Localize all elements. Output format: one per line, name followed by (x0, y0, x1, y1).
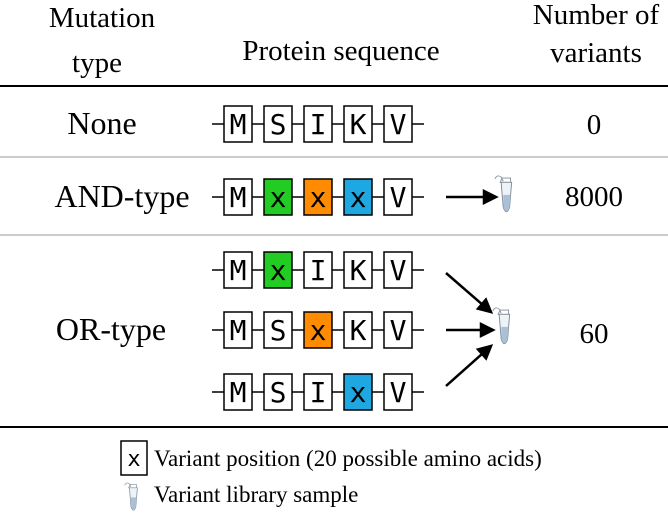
header-mutation-type-line1: Mutation (49, 2, 156, 34)
microcentrifuge-tube-icon (124, 482, 138, 511)
variant-position-box (303, 311, 333, 349)
header-number-of-variants-line2: variants (550, 37, 642, 69)
residue-label: I (310, 254, 327, 287)
residue-label: I (310, 376, 327, 409)
residue-box (343, 105, 373, 143)
legend-tube-icon (124, 482, 138, 511)
variant-position-box (303, 178, 333, 216)
count-none: 0 (587, 109, 602, 141)
header-number-of-variants-line1: Number of (533, 0, 660, 31)
residue-label: x (350, 376, 367, 409)
microcentrifuge-tube-icon (492, 307, 511, 345)
header: Mutation type Protein sequence Number of… (49, 0, 660, 79)
residue-label: x (310, 314, 327, 347)
residue-label: M (230, 314, 247, 347)
residue-box (383, 178, 413, 216)
residue-box (303, 251, 333, 289)
header-protein-sequence: Protein sequence (242, 35, 439, 67)
residue-label: M (230, 181, 247, 214)
residue-box (303, 373, 333, 411)
legend-variant-symbol: x (127, 447, 140, 472)
arrow (446, 321, 496, 339)
residue-box (223, 373, 253, 411)
residue-box (223, 105, 253, 143)
library-tubes (492, 175, 513, 345)
residue-box (303, 105, 333, 143)
legend: x Variant position (20 possible amino ac… (120, 440, 542, 511)
residue-label: V (390, 314, 407, 347)
residue-label: K (350, 314, 367, 347)
residue-label: x (310, 181, 327, 214)
residue-label: M (230, 108, 247, 141)
residue-label: I (310, 108, 327, 141)
count-and-type: 8000 (565, 181, 623, 213)
residue-box (383, 373, 413, 411)
residue-label: S (270, 108, 287, 141)
row-label-and-type: AND-type (54, 178, 189, 214)
legend-library-sample-text: Variant library sample (154, 482, 358, 507)
residue-label: x (270, 181, 287, 214)
residue-label: S (270, 314, 287, 347)
residue-label: K (350, 254, 367, 287)
residue-box (263, 373, 293, 411)
arrow (445, 272, 494, 314)
variant-position-box (263, 251, 293, 289)
variant-position-box (263, 178, 293, 216)
residue-label: V (390, 181, 407, 214)
residue-label: K (350, 108, 367, 141)
header-mutation-type-line2: type (72, 47, 122, 79)
residue-box (383, 251, 413, 289)
variant-position-box (343, 373, 373, 411)
residue-label: x (350, 181, 367, 214)
row-label-or-type: OR-type (56, 311, 166, 347)
residue-box (343, 251, 373, 289)
legend-variant-position-text: Variant position (20 possible amino acid… (154, 446, 542, 471)
count-or-type: 60 (580, 318, 609, 350)
residue-box (383, 311, 413, 349)
residue-box (343, 311, 373, 349)
microcentrifuge-tube-icon (494, 175, 513, 213)
residue-label: V (390, 376, 407, 409)
residue-label: M (230, 254, 247, 287)
residue-label: x (270, 254, 287, 287)
residue-box (383, 105, 413, 143)
legend-variant-box (120, 440, 148, 476)
variant-position-box (343, 178, 373, 216)
residue-box (223, 251, 253, 289)
arrow (446, 188, 499, 206)
residue-label: V (390, 254, 407, 287)
row-label-none: None (67, 105, 136, 141)
residue-box (263, 311, 293, 349)
residue-label: V (390, 108, 407, 141)
variant-counts: 0 8000 60 (565, 109, 623, 350)
residue-box (223, 311, 253, 349)
residue-box (223, 178, 253, 216)
arrows (445, 188, 499, 387)
residue-label: M (230, 376, 247, 409)
row-labels: None AND-type OR-type (54, 105, 189, 347)
arrow (445, 344, 494, 387)
residue-label: S (270, 376, 287, 409)
residue-box (263, 105, 293, 143)
